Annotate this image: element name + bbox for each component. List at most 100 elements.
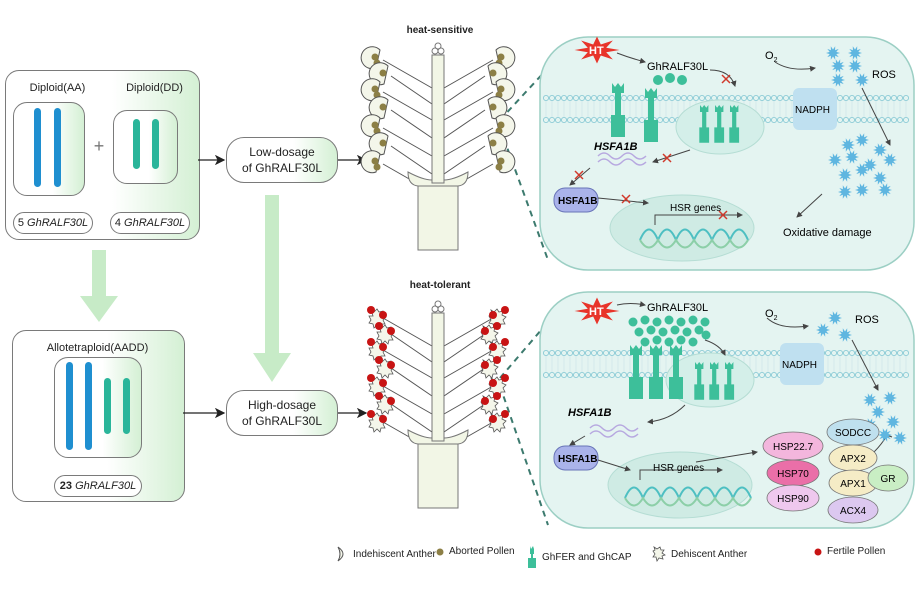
lipid-head [872, 371, 880, 379]
diploid-aa-label: Diploid(AA) [29, 82, 86, 94]
ligand-dot [640, 337, 650, 347]
lipid-head [746, 94, 754, 102]
fertile-pollen-icon [814, 548, 822, 555]
protein-oval [867, 464, 909, 492]
lipid-head [680, 94, 688, 102]
filament [443, 75, 486, 105]
lipid-head [554, 94, 562, 102]
dna-strand [639, 238, 749, 249]
stigma [437, 47, 445, 55]
ligand-dot [658, 327, 668, 337]
aa-gene-name: GhRALF30L [27, 217, 89, 229]
lipid-head [584, 116, 592, 124]
green-arrow-diploid-to-tetraploid [80, 250, 118, 322]
lipid-head [890, 371, 898, 379]
lipid-head [596, 94, 604, 102]
lipid-head [752, 94, 760, 102]
zoom-line-top-upper [499, 54, 561, 121]
style-column [431, 54, 445, 184]
ros-icon [873, 143, 887, 157]
lipid-head [830, 371, 838, 379]
lipid-head [554, 349, 562, 357]
filament [382, 317, 433, 347]
lipid-head [884, 349, 892, 357]
filament [390, 367, 433, 397]
ligand-dot [676, 317, 686, 327]
heat-burst-bottom: HT [574, 297, 620, 325]
dna-strand [624, 496, 752, 507]
lipid-head [866, 116, 874, 124]
high-dosage-box: High-dosage of GhRALF30L [226, 390, 338, 436]
o2-label-top: O2 [765, 50, 778, 64]
lipid-head [878, 94, 886, 102]
lipid-head [764, 349, 772, 357]
ligand-dot [676, 335, 686, 345]
fertile-pollen [481, 397, 489, 405]
filament [443, 367, 486, 397]
lipid-head [548, 116, 556, 124]
lipid-head [542, 116, 550, 124]
lipid-head [884, 371, 892, 379]
lipid-head [770, 371, 778, 379]
lipid-head [662, 116, 670, 124]
filament [382, 91, 433, 121]
lipid-head [836, 371, 844, 379]
fertile-pollen [489, 415, 497, 423]
lipid-head [896, 371, 904, 379]
receptor-icon [528, 546, 536, 568]
high-dosage-line2: of GhRALF30L [241, 414, 323, 428]
lipid-head [836, 94, 844, 102]
ros-icon [886, 415, 900, 429]
lipid-head [872, 349, 880, 357]
lipid-head [596, 349, 604, 357]
ros-icon [831, 59, 845, 73]
allotetraploid-label: Allotetraploid(AADD) [46, 342, 149, 354]
lipid-head [602, 116, 610, 124]
chromosome-a1 [34, 108, 41, 187]
ligand-cluster-bottom [628, 315, 711, 347]
green-arrow-low-to-high [253, 195, 291, 382]
stigma [437, 305, 445, 313]
fertile-pollen [481, 327, 489, 335]
flange [407, 429, 469, 445]
filament [443, 333, 486, 363]
ros-icon [816, 323, 830, 337]
low-dosage-box: Low-dosage of GhRALF30L [226, 137, 338, 183]
lipid-head [848, 94, 856, 102]
aborted-pollen [379, 69, 387, 77]
mrna-wave-top-1 [597, 152, 647, 160]
ros-icon [855, 133, 869, 147]
lipid-head [692, 94, 700, 102]
indehiscent-anther-icon [337, 546, 344, 562]
lipid-head [848, 371, 856, 379]
ligand-dot [634, 327, 644, 337]
hsfa1b-protein-label-top: HSFA1B [558, 196, 597, 207]
lipid-head [896, 116, 904, 124]
lipid-head [836, 116, 844, 124]
ros-icon [841, 138, 855, 152]
fertile-pollen [493, 356, 501, 364]
lipid-head [590, 371, 598, 379]
lipid-head [572, 94, 580, 102]
lipid-head [590, 94, 598, 102]
protein-oval [766, 484, 820, 512]
fertile-pollen [489, 343, 497, 351]
fertile-pollen [387, 361, 395, 369]
fertile-pollen [379, 311, 387, 319]
lipid-head [884, 94, 892, 102]
lipid-head [566, 371, 574, 379]
lipid-head [614, 371, 622, 379]
fertile-pollen [379, 415, 387, 423]
dd-gene-name: GhRALF30L [124, 217, 186, 229]
lipid-head [890, 349, 898, 357]
chromosome-aadd-d1 [104, 378, 111, 434]
ligand-dot [646, 325, 656, 335]
hsr-genes-label-top: HSR genes [670, 203, 721, 214]
ros-label-top: ROS [872, 69, 896, 81]
filament [390, 109, 433, 139]
fertile-pollen [375, 356, 383, 364]
fertile-pollen [367, 338, 375, 346]
lipid-head [548, 349, 556, 357]
dd-chromosome-box [113, 110, 178, 184]
aborted-pollen [371, 157, 379, 165]
